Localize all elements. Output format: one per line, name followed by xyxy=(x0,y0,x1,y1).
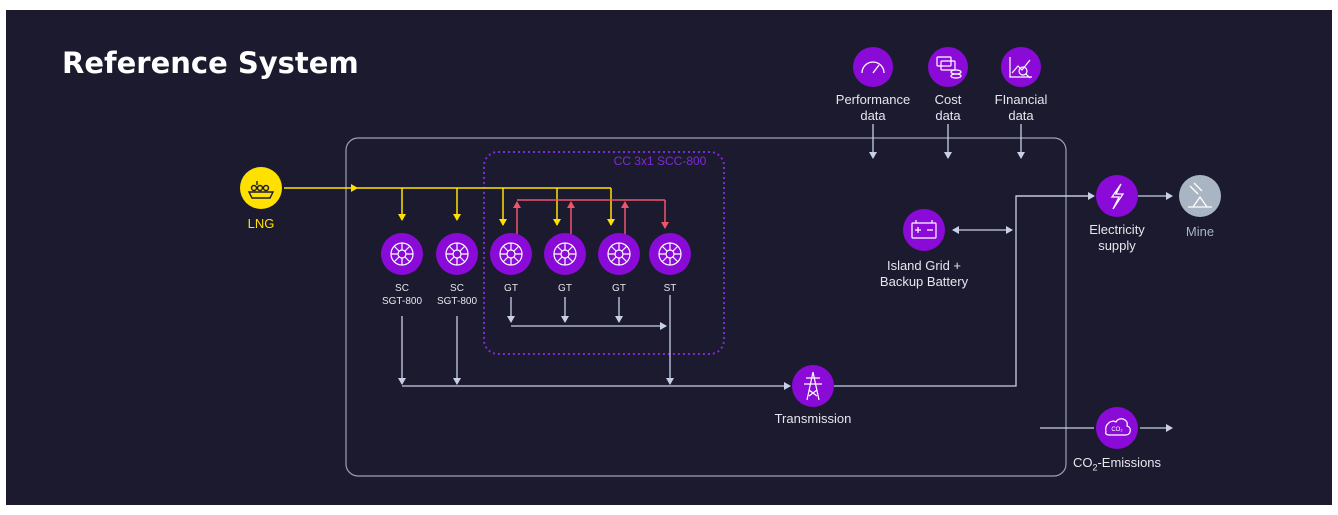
island-grid-label: Island Grid + Backup Battery xyxy=(879,258,969,289)
sc2-label: SC SGT-800 xyxy=(436,283,478,307)
co2-node[interactable]: CO₂ xyxy=(1096,407,1138,449)
gauge-icon xyxy=(861,61,885,74)
page-title: Reference System xyxy=(62,46,359,80)
co2-suffix: -Emissions xyxy=(1097,455,1162,470)
turbine-st[interactable] xyxy=(649,233,691,275)
system-boundary xyxy=(345,137,1067,477)
co2-emissions-label: CO2-Emissions xyxy=(1057,455,1177,476)
turbine-gt1[interactable] xyxy=(490,233,532,275)
heat-recovery-lines xyxy=(513,199,669,240)
co2-icon-text: CO₂ xyxy=(1111,427,1123,433)
combined-cycle-label: CC 3x1 SCC-800 xyxy=(613,154,707,168)
turbine-icon xyxy=(658,242,682,266)
mine-icon xyxy=(1188,182,1212,208)
financial-data-node[interactable] xyxy=(1001,47,1041,87)
transmission-label: Transmission xyxy=(774,411,852,426)
turbine-sc2[interactable] xyxy=(436,233,478,275)
mine-node[interactable] xyxy=(1179,175,1221,217)
fuel-lines xyxy=(284,184,615,226)
turbine-icon xyxy=(607,242,631,266)
co2-prefix: CO xyxy=(1072,455,1093,470)
co2-cloud-icon xyxy=(1105,418,1131,436)
electricity-supply-label: Electricity supply xyxy=(1089,222,1145,253)
gt1-label: GT xyxy=(504,283,518,294)
turbine-gt2[interactable] xyxy=(544,233,586,275)
mine-label: Mine xyxy=(1185,224,1215,239)
lng-ship-icon xyxy=(247,181,275,199)
performance-data-node[interactable] xyxy=(853,47,893,87)
combined-cycle-group xyxy=(483,151,725,355)
st-label: ST xyxy=(663,283,677,294)
co2-subscript: 2 xyxy=(1092,462,1098,473)
performance-data-label: Performance data xyxy=(835,92,911,123)
gt2-label: GT xyxy=(558,283,572,294)
battery-icon xyxy=(911,220,937,239)
turbine-gt3[interactable] xyxy=(598,233,640,275)
turbine-icon xyxy=(390,242,414,266)
island-grid-node[interactable] xyxy=(903,209,945,251)
gt3-label: GT xyxy=(612,283,626,294)
power-lines xyxy=(398,124,1173,432)
cost-data-node[interactable] xyxy=(928,47,968,87)
cost-data-label: Cost data xyxy=(934,92,962,123)
lng-node[interactable] xyxy=(240,167,282,209)
transmission-node[interactable] xyxy=(792,365,834,407)
financial-data-label: FInancial data xyxy=(994,92,1048,123)
sc1-label: SC SGT-800 xyxy=(381,283,423,307)
turbine-sc1[interactable] xyxy=(381,233,423,275)
lightning-icon xyxy=(1110,183,1125,210)
turbine-icon xyxy=(553,242,577,266)
turbine-icon xyxy=(445,242,469,266)
transmission-tower-icon xyxy=(804,371,822,401)
turbine-icon xyxy=(499,242,523,266)
lng-label: LNG xyxy=(247,216,275,231)
electricity-supply-node[interactable] xyxy=(1096,175,1138,217)
coins-icon xyxy=(936,56,962,79)
financial-chart-icon xyxy=(1009,57,1032,79)
